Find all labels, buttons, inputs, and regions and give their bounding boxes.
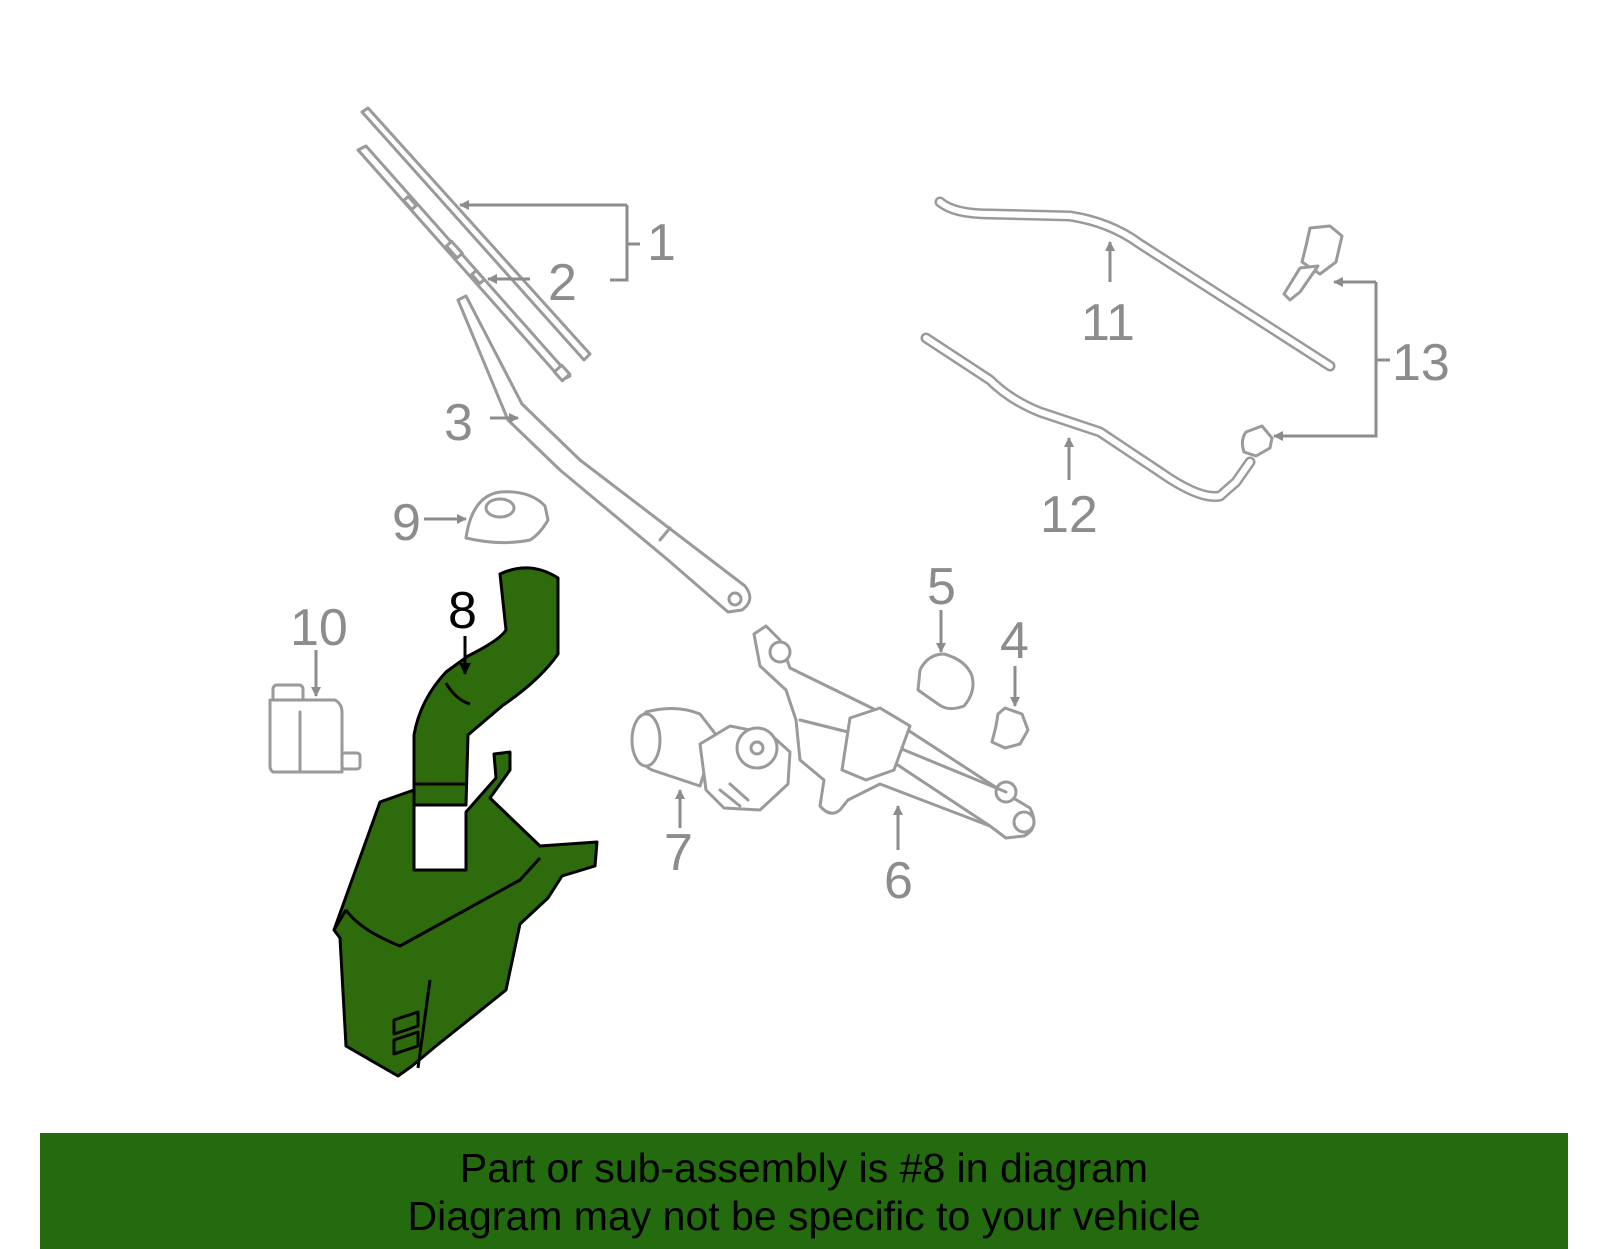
- nozzle-upper-part: [1282, 224, 1344, 302]
- callout-13: 13: [1392, 334, 1450, 392]
- banner-line-2: Diagram may not be specific to your vehi…: [407, 1193, 1201, 1239]
- callout-3: 3: [444, 394, 473, 452]
- parts-diagram: 1 2 3 9 10 8: [268, 106, 1450, 1078]
- callout-2: 2: [548, 254, 577, 312]
- wiper-motor-part: [630, 707, 792, 812]
- nozzle-lower-part: [1240, 424, 1274, 458]
- hose-upper-part: [934, 196, 1336, 372]
- callout-6: 6: [884, 852, 913, 910]
- callout-1: 1: [647, 214, 676, 272]
- banner-line-1: Part or sub-assembly is #8 in diagram: [459, 1145, 1149, 1191]
- nut-part: [990, 706, 1030, 750]
- callout-7: 7: [664, 824, 693, 882]
- cap-part: [464, 490, 550, 545]
- linkage-part: [752, 624, 1036, 840]
- callout-10: 10: [290, 599, 348, 657]
- hose-lower-part: [920, 332, 1256, 502]
- callout-4: 4: [1000, 612, 1029, 670]
- washer-reservoir-part: [332, 566, 599, 1078]
- callout-8: 8: [448, 582, 477, 640]
- washer-pump-part: [268, 683, 362, 774]
- bracket-1-2: [610, 205, 629, 282]
- leader-13b: [1273, 282, 1378, 441]
- wiper-arm-part: [456, 294, 752, 614]
- callout-12: 12: [1040, 486, 1098, 544]
- wiper-blade-part: [356, 106, 592, 383]
- callout-5: 5: [927, 558, 956, 616]
- info-banner: Part or sub-assembly is #8 in diagram Di…: [40, 1133, 1568, 1249]
- callout-9: 9: [392, 494, 421, 552]
- pivot-cap-part: [916, 652, 975, 711]
- callout-11: 11: [1081, 294, 1135, 352]
